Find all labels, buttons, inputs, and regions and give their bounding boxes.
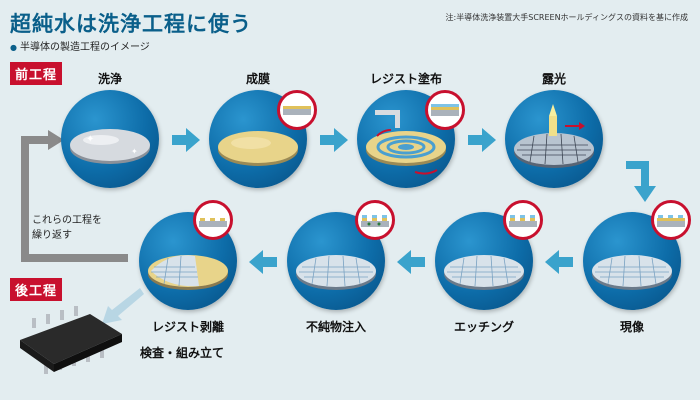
disk-resist-strip	[139, 212, 237, 310]
film-layer-icon	[283, 106, 311, 115]
step-label-film: 成膜	[245, 72, 270, 86]
implant-layer-icon	[361, 215, 389, 227]
arrow-resist-coat-to-exposure	[468, 128, 496, 152]
inset-etching	[503, 200, 543, 240]
source-note: 注:半導体洗浄装置大手SCREENホールディングスの資料を基に作成	[445, 13, 688, 22]
section-tag-front: 前工程	[10, 62, 63, 85]
loop-note-line1: これらの工程を	[32, 215, 102, 226]
wafer-etching-icon	[444, 255, 524, 290]
wafer-film-icon	[218, 131, 298, 166]
inset-film	[277, 90, 317, 130]
svg-text:✦: ✦	[86, 134, 94, 145]
arrow-etching-to-implant	[397, 250, 425, 274]
bullet-icon: ●	[10, 43, 17, 52]
wafer-plain-icon: ✦ ✦	[70, 129, 150, 164]
wafer-implant-icon	[296, 255, 376, 290]
inset-develop	[651, 200, 691, 240]
step-label-implant: 不純物注入	[305, 320, 366, 334]
disk-implant	[287, 212, 385, 310]
page-subtitle: ●半導体の製造工程のイメージ	[10, 38, 150, 53]
stripped-layer-icon	[199, 218, 227, 227]
chip-package-icon	[20, 306, 122, 374]
arrow-wash-to-film	[172, 128, 200, 152]
develop-pattern-icon	[657, 215, 685, 227]
etched-layer-icon	[509, 215, 537, 227]
arrow-film-to-resist-coat	[320, 128, 348, 152]
step-label-wash: 洗浄	[97, 72, 122, 86]
step-label-etching: エッチング	[453, 320, 514, 334]
step-label-resist-coat: レジスト塗布	[369, 72, 442, 86]
wafer-exposure-icon	[514, 104, 594, 168]
loop-note-line2: 繰り返す	[32, 230, 72, 241]
subtitle-text: 半導体の製造工程のイメージ	[19, 42, 150, 53]
arrow-to-inspection	[102, 288, 144, 324]
inset-implant	[355, 200, 395, 240]
arrow-exposure-to-develop	[626, 161, 656, 202]
disk-exposure	[505, 90, 603, 188]
inset-resist-strip	[193, 200, 233, 240]
final-step-label: 検査・組み立て	[140, 346, 225, 360]
wafer-strip-icon	[148, 255, 228, 290]
svg-text:✦: ✦	[131, 147, 138, 156]
loop-note: これらの工程を 繰り返す	[32, 213, 102, 243]
disk-wash: ✦ ✦	[61, 90, 159, 188]
step-label-exposure: 露光	[541, 72, 566, 86]
step-label-resist-strip: レジスト剥離	[151, 320, 224, 334]
resist-layer-icon	[431, 104, 459, 116]
wafer-spin-icon	[366, 110, 446, 175]
wafer-develop-icon	[592, 255, 672, 290]
arrow-develop-to-etching	[545, 250, 573, 274]
step-label-develop: 現像	[619, 320, 644, 334]
section-tag-back: 後工程	[10, 278, 63, 301]
inset-resist-coat	[425, 90, 465, 130]
disk-etching	[435, 212, 533, 310]
arrow-implant-to-resist-strip	[249, 250, 277, 274]
page-title: 超純水は洗浄工程に使う	[10, 12, 252, 36]
